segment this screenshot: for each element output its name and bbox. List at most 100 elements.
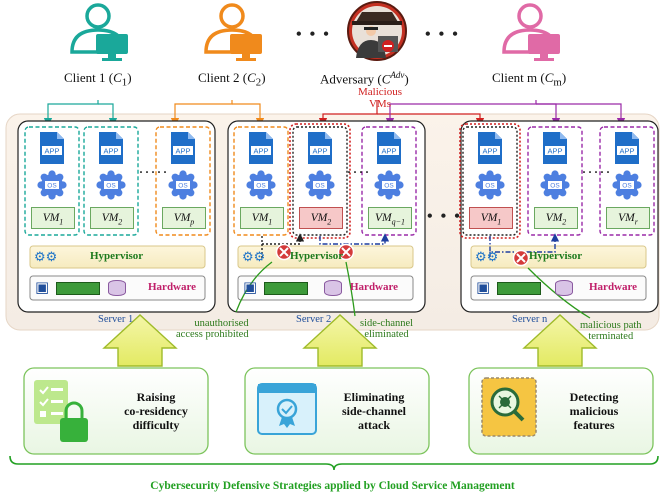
vm-label: VMq−1 xyxy=(368,207,412,229)
vm-name: VM xyxy=(101,212,119,224)
os-icon-label: OS xyxy=(106,183,116,190)
note-arrows xyxy=(235,261,591,319)
os-gear-icon: OS xyxy=(37,170,67,200)
hardware-server-1: ▣ Hardware xyxy=(35,280,197,296)
vm-index: q−1 xyxy=(391,217,405,227)
os-gear-icon: OS xyxy=(305,170,335,200)
vm-ellipsis: ···· xyxy=(347,165,372,179)
app-icon: APP xyxy=(40,132,64,164)
clients-ellipsis: • • • xyxy=(425,26,460,43)
app-icon-label: APP xyxy=(312,147,327,156)
vm-label: VM2 xyxy=(534,207,578,229)
vm-name: VM xyxy=(480,212,498,224)
disk-icon xyxy=(108,280,126,296)
note-unauthorised-access: unauthorised access prohibited xyxy=(176,318,249,340)
strategy-eliminating-side-channel: Eliminating side-channel attack xyxy=(341,390,406,432)
os-icon-label: OS xyxy=(485,183,495,190)
hardware-server-n: ▣ Hardware xyxy=(476,280,638,296)
app-icon: APP xyxy=(171,132,195,164)
memory-icon xyxy=(497,282,541,295)
os-icon-label: OS xyxy=(622,183,632,190)
vm-ellipsis: ····· xyxy=(582,165,613,179)
checklist-lock-icon xyxy=(34,380,88,442)
hypervisor-server-2: ⚙⚙ Hypervisor xyxy=(242,249,344,264)
block-x-icon xyxy=(337,243,355,261)
malicious-vms-label: Malicious VMs xyxy=(358,86,402,110)
vm-label: VMr xyxy=(606,207,650,229)
clients-ellipsis: • • • xyxy=(296,26,331,43)
hypervisor-server-n: ⚙⚙ Hypervisor xyxy=(475,249,583,264)
os-gear-icon: OS xyxy=(246,170,276,200)
vm-label: VM1 xyxy=(31,207,75,229)
client-m-arrows xyxy=(385,100,626,127)
os-icon-label: OS xyxy=(256,183,266,190)
app-icon-label: APP xyxy=(44,147,59,156)
app-icon: APP xyxy=(377,132,401,164)
vm-index: 2 xyxy=(562,217,567,227)
os-gear-icon: OS xyxy=(374,170,404,200)
client-2-arrows xyxy=(170,100,265,127)
server-n-label: Server n xyxy=(512,314,548,325)
client-m-label: Client m (Cm) xyxy=(492,70,567,89)
vm-index: 1 xyxy=(268,217,273,227)
client-m-icon xyxy=(502,3,560,61)
vm-index: p xyxy=(190,217,195,227)
app-icon: APP xyxy=(615,132,639,164)
app-icon-label: APP xyxy=(175,147,190,156)
vm-name: VM xyxy=(545,212,563,224)
chip-icon: ▣ xyxy=(35,280,50,296)
block-x-icon xyxy=(512,249,530,267)
os-gear-icon: OS xyxy=(540,170,570,200)
attack-paths-server-n xyxy=(489,233,560,258)
server-2-label: Server 2 xyxy=(296,314,332,325)
chip-icon: ▣ xyxy=(243,280,258,296)
client-1-arrows xyxy=(43,100,118,127)
disk-icon xyxy=(324,280,342,296)
app-icon-label: APP xyxy=(482,147,497,156)
app-icon-label: APP xyxy=(103,147,118,156)
vm-name: VM xyxy=(173,212,191,224)
vm-index: 1 xyxy=(497,217,502,227)
app-icon-label: APP xyxy=(381,147,396,156)
vm-name: VM xyxy=(618,212,635,224)
app-icon: APP xyxy=(249,132,273,164)
vm-label: VM1 xyxy=(240,207,284,229)
client-2-icon xyxy=(204,3,262,61)
note-side-channel: side-channel eliminated xyxy=(360,318,414,340)
adversary-label: Adversary (CAdv) xyxy=(320,70,409,87)
app-icon: APP xyxy=(543,132,567,164)
os-icon-label: OS xyxy=(384,183,394,190)
strategy-detecting-malicious: Detecting malicious features xyxy=(569,390,619,432)
client-1-icon xyxy=(70,3,128,61)
server-ellipsis: • • • xyxy=(427,208,462,225)
vm-icon-layer: APP OS APP OS APP OS APP OS APP OS APP OS APP OS APP OS… xyxy=(37,132,642,200)
chip-icon: ▣ xyxy=(476,280,491,296)
attack-paths-server-2 xyxy=(261,233,390,260)
vm-name: VM xyxy=(310,212,328,224)
client-2-label: Client 2 (C2) xyxy=(198,70,266,89)
block-x-icon xyxy=(275,243,293,261)
os-gear-icon: OS xyxy=(475,170,505,200)
memory-icon xyxy=(56,282,100,295)
os-icon-label: OS xyxy=(315,183,325,190)
magnifier-bug-icon xyxy=(481,377,537,437)
vm-ellipsis: ····· xyxy=(139,165,170,179)
hypervisor-server-1: ⚙⚙ Hypervisor xyxy=(34,249,144,264)
vm-index: 1 xyxy=(59,217,64,227)
disk-icon xyxy=(555,280,573,296)
hardware-server-2: ▣ Hardware xyxy=(243,280,399,296)
os-gear-icon: OS xyxy=(168,170,198,200)
client-1-label: Client 1 (C1) xyxy=(64,70,132,89)
os-icon-label: OS xyxy=(47,183,57,190)
app-icon-label: APP xyxy=(547,147,562,156)
gears-icon: ⚙⚙ xyxy=(34,249,58,264)
vm-name: VM xyxy=(251,212,269,224)
adversary-icon xyxy=(347,1,407,61)
certificate-browser-icon xyxy=(257,383,317,435)
vm-label: VMp xyxy=(162,207,206,229)
vm-name: VM xyxy=(42,212,60,224)
app-icon-label: APP xyxy=(253,147,268,156)
app-icon: APP xyxy=(308,132,332,164)
memory-icon xyxy=(264,282,308,295)
